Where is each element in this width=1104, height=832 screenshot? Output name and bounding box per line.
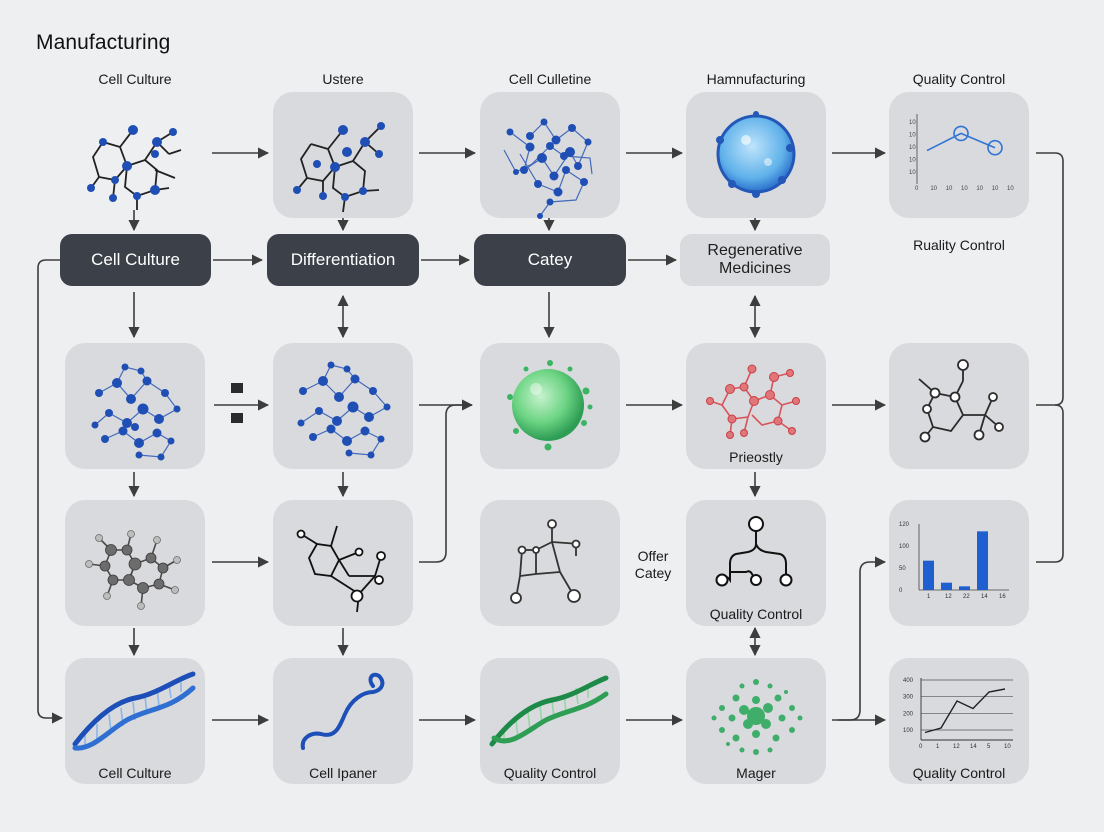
pill-differentiation: Differentiation — [267, 234, 419, 286]
bar-y-tick: 120 — [899, 522, 910, 528]
header-label-hamnufacturing: Hamnufacturing — [706, 71, 806, 87]
lc1-point — [987, 139, 1003, 156]
label-bottom-mager: Mager — [736, 765, 776, 781]
bar-x-tick: 1 — [927, 594, 931, 600]
outline-molecule-icon-2 — [296, 525, 386, 613]
bar-x-tick: 16 — [999, 594, 1006, 600]
bar-y-tick: 50 — [899, 566, 906, 572]
label-offer-line1: Offer — [637, 548, 669, 564]
lc2-x-tick: 5 — [987, 744, 991, 750]
lc1-y-tick: 10 — [909, 170, 916, 176]
line-chart-2: 400 300 200 100 0 1 12 14 5 10 — [903, 678, 1013, 750]
label-bottom-quality-control-2: Quality Control — [912, 765, 1006, 781]
lc2-x-tick: 12 — [953, 744, 960, 750]
lc1-x-tick: 0 — [915, 186, 919, 192]
protein-cluster-icon-3 — [297, 361, 391, 459]
ribbon-icon — [300, 672, 385, 750]
lc2-y-tick: 400 — [903, 678, 914, 684]
header-label-ustere: Ustere — [322, 71, 364, 87]
lc2-x-tick: 14 — [970, 744, 977, 750]
tile-bar-chart — [889, 500, 1029, 626]
protein-cluster-icon-1 — [503, 118, 593, 219]
pill-cell-culture: Cell Culture — [60, 234, 211, 286]
pill-regenerative-line1: Regenerative — [707, 242, 803, 259]
lc1-y-tick: 10 — [909, 145, 916, 151]
header-label-cell-culletine: Cell Culletine — [508, 71, 592, 87]
header-label-cell-culture: Cell Culture — [98, 71, 172, 87]
molecule-icon-2 — [293, 122, 385, 213]
bar — [959, 586, 970, 590]
bar-y-tick: 0 — [899, 588, 903, 594]
bar — [977, 531, 988, 590]
lc2-x-tick: 10 — [1004, 744, 1011, 750]
lc1-y-tick: 10 — [909, 133, 916, 139]
page-title: Manufacturing — [36, 31, 171, 54]
label-bottom-cell-ipaner: Cell Ipaner — [309, 765, 377, 781]
network-icon — [715, 516, 793, 587]
outline-molecule-icon-3 — [510, 519, 581, 604]
label-bottom-quality-control: Quality Control — [503, 765, 597, 781]
lc1-y-tick: 10 — [909, 120, 916, 126]
label-offer-catey: Offer Catey — [626, 548, 680, 582]
lc1-x-tick: 10 — [961, 186, 968, 192]
tile-protein-cluster-1 — [480, 92, 620, 218]
pill-regenerative-line2: Medicines — [718, 260, 792, 277]
tile-molecule-outline-2 — [273, 500, 413, 626]
outline-molecule-icon — [918, 359, 1004, 443]
lc1-point — [953, 125, 969, 142]
lc1-x-tick: 10 — [992, 186, 999, 192]
protein-cluster-icon-2 — [91, 363, 181, 461]
line-chart-1: 10 10 10 10 10 0 10 10 10 10 10 10 — [909, 114, 1014, 192]
tile-molecule-red — [686, 343, 826, 469]
header-label-quality-control: Quality Control — [912, 71, 1006, 87]
bar-y-tick: 100 — [899, 544, 910, 550]
tile-dna-green — [480, 658, 620, 784]
label-ruality-control: Ruality Control — [913, 237, 1005, 253]
pill-regenerative-medicines: Regenerative Medicines — [680, 234, 830, 286]
blue-cell-icon — [716, 111, 796, 198]
bar — [923, 560, 934, 590]
bar-x-tick: 12 — [945, 594, 952, 600]
label-bottom-cell-culture: Cell Culture — [98, 765, 172, 781]
label-priestly: Prieostly — [729, 449, 783, 465]
bar-x-tick: 14 — [981, 594, 988, 600]
tile-line-chart-2 — [889, 658, 1029, 784]
green-cell-icon — [507, 360, 593, 451]
lc2-x-tick: 1 — [936, 744, 940, 750]
label-quality-control-mid: Quality Control — [709, 606, 803, 622]
lc1-x-tick: 10 — [930, 186, 937, 192]
lc2-x-tick: 0 — [919, 744, 923, 750]
bar-x-tick: 22 — [963, 594, 970, 600]
lc1-x-tick: 10 — [976, 186, 983, 192]
red-molecule-icon — [706, 364, 800, 439]
molecule-icon-1 — [87, 125, 182, 210]
lc2-y-tick: 300 — [903, 695, 914, 701]
lc1-x-tick: 10 — [1007, 186, 1014, 192]
tile-line-chart-1 — [889, 92, 1029, 218]
gray-molecule-icon — [85, 530, 181, 610]
pill-catey: Catey — [474, 234, 626, 286]
lc2-y-tick: 100 — [903, 728, 914, 734]
lc1-y-tick: 10 — [909, 158, 916, 164]
lc2-y-tick: 200 — [903, 711, 914, 717]
bar-chart: 120 100 50 0 1 12 22 14 16 — [899, 522, 1009, 600]
tile-protein-cluster-2 — [65, 343, 205, 469]
lc1-x-tick: 10 — [946, 186, 953, 192]
bar — [941, 582, 952, 590]
dna-blue-icon — [72, 671, 196, 751]
label-offer-line2: Catey — [634, 565, 672, 581]
dna-green-icon — [489, 675, 609, 747]
particles-icon — [711, 679, 803, 755]
